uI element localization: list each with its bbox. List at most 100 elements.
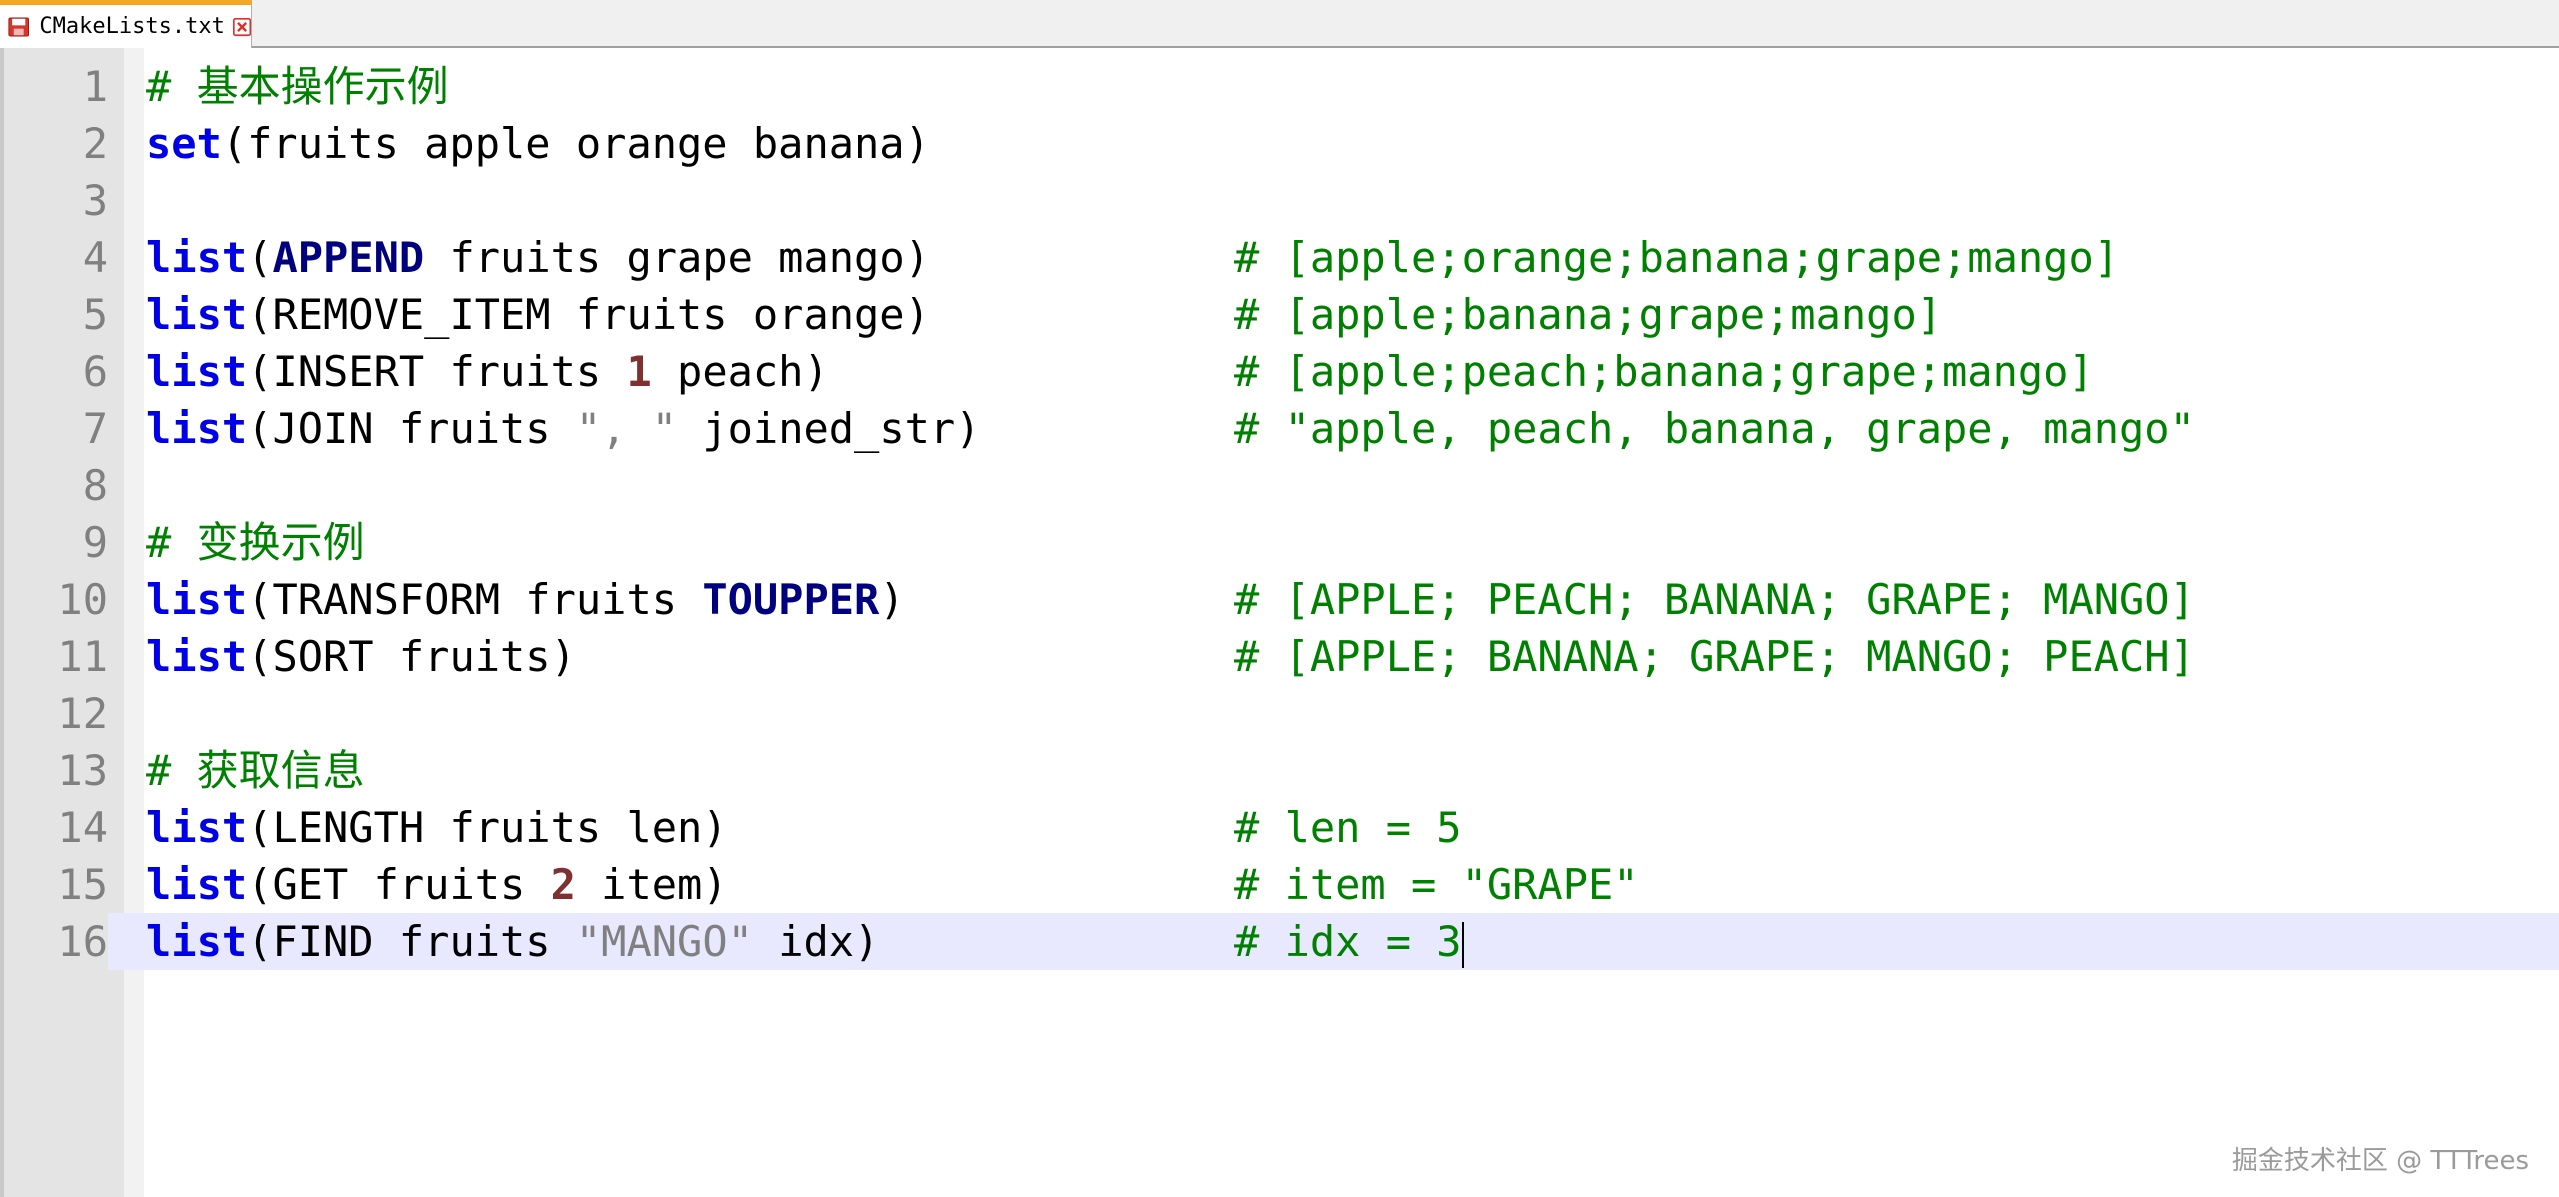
line-number-gutter [4, 48, 124, 1197]
line-number: 10 [57, 575, 108, 624]
code-token: list [146, 404, 248, 453]
code-line[interactable]: 8 [4, 457, 2559, 514]
line-number: 3 [82, 176, 108, 225]
code-token: 基本操作示例 [196, 62, 449, 111]
code-line[interactable]: 14 list(LENGTH fruits len) # len = 5 [4, 799, 2559, 856]
comment-text: # len = 5 [1234, 803, 1462, 852]
inline-comment: # [apple;banana;grape;mango] [1234, 286, 1942, 343]
watermark: 掘金技术社区 @ TTTrees [2231, 1146, 2529, 1176]
code-token: (REMOVE_ITEM fruits orange) [247, 290, 930, 339]
code-token: list [146, 575, 248, 624]
comment-text: # [apple;orange;banana;grape;mango] [1234, 233, 2120, 282]
tab-bar: CMakeLists.txt [0, 0, 2559, 48]
comment-text: # item = "GRAPE" [1234, 860, 1639, 909]
code-token: 获取信息 [196, 746, 365, 795]
code-token: idx) [752, 917, 880, 966]
code-token: list [146, 917, 248, 966]
inline-comment: # [apple;peach;banana;grape;mango] [1234, 343, 2094, 400]
code-token: TOUPPER [702, 575, 880, 624]
code-text: list(FIND fruits "MANGO" idx) [146, 913, 879, 970]
close-icon[interactable] [232, 16, 251, 38]
code-token: list [146, 347, 248, 396]
code-text: list(JOIN fruits ", " joined_str) [146, 400, 980, 457]
inline-comment: # [APPLE; BANANA; GRAPE; MANGO; PEACH] [1234, 628, 2195, 685]
code-line[interactable]: 6 list(INSERT fruits 1 peach) # [apple;pea… [4, 343, 2559, 400]
comment-text: # idx = 3 [1234, 917, 1462, 966]
code-token: # [146, 62, 197, 111]
code-line[interactable]: 16 list(FIND fruits "MANGO" idx) # idx = 3 [4, 913, 2559, 970]
code-line[interactable]: 9 # 变换示例 [4, 514, 2559, 571]
code-text: list(APPEND fruits grape mango) [146, 229, 930, 286]
code-token: (INSERT fruits [247, 347, 627, 396]
code-token: 变换示例 [196, 518, 365, 567]
line-number: 15 [57, 860, 108, 909]
code-line[interactable]: 1 # 基本操作示例 [4, 58, 2559, 115]
code-token: (SORT fruits) [247, 632, 576, 681]
code-line[interactable]: 15 list(GET fruits 2 item) # item = "GRAPE… [4, 856, 2559, 913]
code-text: set(fruits apple orange banana) [146, 115, 930, 172]
code-token: APPEND [272, 233, 425, 282]
line-number: 1 [82, 62, 108, 111]
code-text: # 基本操作示例 [146, 58, 449, 115]
line-number: 6 [82, 347, 108, 396]
code-token: list [146, 290, 248, 339]
code-token: ( [247, 233, 273, 282]
line-number: 14 [57, 803, 108, 852]
inline-comment: # "apple, peach, banana, grape, mango" [1234, 400, 2195, 457]
code-text: list(INSERT fruits 1 peach) [146, 343, 829, 400]
code-text: list(SORT fruits) [146, 628, 576, 685]
code-editor[interactable]: 1 # 基本操作示例 2 set(fruits apple orange banana… [0, 48, 2559, 1197]
code-token: list [146, 860, 248, 909]
code-text: # 变换示例 [146, 514, 365, 571]
save-icon [8, 17, 30, 36]
code-text: list(LENGTH fruits len) [146, 799, 728, 856]
code-line[interactable]: 2 set(fruits apple orange banana) [4, 115, 2559, 172]
code-token: peach) [651, 347, 829, 396]
code-text: list(REMOVE_ITEM fruits orange) [146, 286, 930, 343]
inline-comment: # [APPLE; PEACH; BANANA; GRAPE; MANGO] [1234, 571, 2195, 628]
code-token: (fruits apple orange banana) [221, 119, 930, 168]
line-number: 12 [57, 689, 108, 738]
tab-label: CMakeLists.txt [39, 14, 225, 39]
fold-margin [124, 48, 144, 1197]
code-token: (GET fruits [247, 860, 551, 909]
code-text: # 获取信息 [146, 742, 365, 799]
code-line[interactable]: 10 list(TRANSFORM fruits TOUPPER) # [APPLE… [4, 571, 2559, 628]
inline-comment: # [apple;orange;banana;grape;mango] [1234, 229, 2119, 286]
code-lines: 1 # 基本操作示例 2 set(fruits apple orange banana… [4, 58, 2559, 970]
code-text: list(TRANSFORM fruits TOUPPER) [146, 571, 905, 628]
code-line[interactable]: 12 [4, 685, 2559, 742]
line-number: 5 [82, 290, 108, 339]
code-token: fruits grape mango) [424, 233, 930, 282]
code-line[interactable]: 13 # 获取信息 [4, 742, 2559, 799]
code-text: list(GET fruits 2 item) [146, 856, 728, 913]
inline-comment: # len = 5 [1234, 799, 1462, 856]
line-number: 7 [82, 404, 108, 453]
tab-cmakelists[interactable]: CMakeLists.txt [0, 0, 252, 48]
code-token: set [146, 119, 222, 168]
line-number: 9 [82, 518, 108, 567]
code-token: # [146, 518, 197, 567]
comment-text: # "apple, peach, banana, grape, mango" [1234, 404, 2195, 453]
comment-text: # [apple;peach;banana;grape;mango] [1234, 347, 2094, 396]
code-token: (TRANSFORM fruits [247, 575, 703, 624]
code-line[interactable]: 5 list(REMOVE_ITEM fruits orange) # [apple… [4, 286, 2559, 343]
inline-comment: # item = "GRAPE" [1234, 856, 1639, 913]
line-number: 13 [57, 746, 108, 795]
line-number: 11 [57, 632, 108, 681]
code-token: (FIND fruits [247, 917, 576, 966]
code-token: 2 [550, 860, 576, 909]
code-line[interactable]: 11 list(SORT fruits) # [APPLE; BANANA; GRA… [4, 628, 2559, 685]
line-number: 16 [4, 913, 108, 970]
line-number: 2 [82, 119, 108, 168]
code-token: 1 [626, 347, 652, 396]
code-token: item) [575, 860, 728, 909]
code-token: list [146, 233, 248, 282]
code-token: list [146, 803, 248, 852]
code-line[interactable]: 3 [4, 172, 2559, 229]
code-line[interactable]: 7 list(JOIN fruits ", " joined_str) # "app… [4, 400, 2559, 457]
code-token: (JOIN fruits [247, 404, 576, 453]
code-token: # [146, 746, 197, 795]
code-token: "MANGO" [575, 917, 753, 966]
